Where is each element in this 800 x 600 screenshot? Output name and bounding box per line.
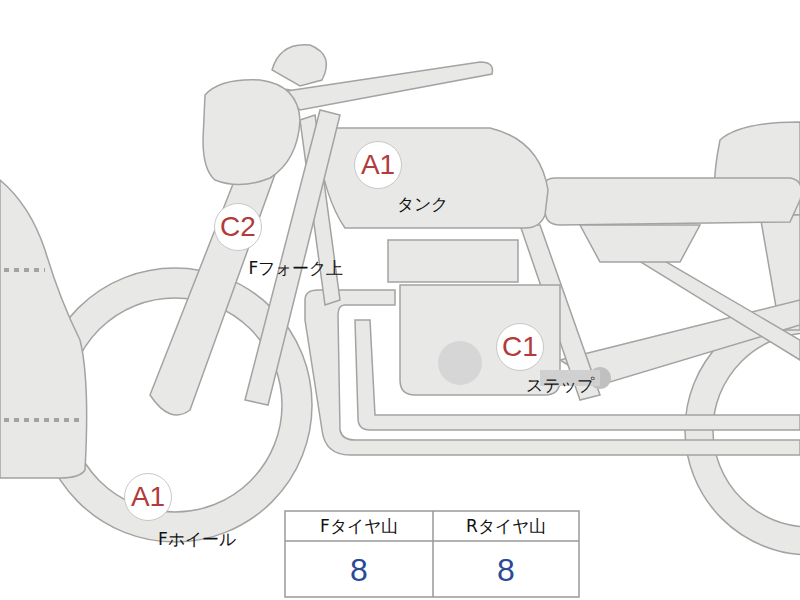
table-header: Rタイヤ山 <box>466 515 546 538</box>
grade-callout: C1ステップ <box>496 323 544 371</box>
grade-code: A1 <box>124 473 172 521</box>
grade-code: C2 <box>214 203 262 251</box>
part-name: Fフォーク上 <box>249 257 344 280</box>
grade-callout: A1Fホイール <box>124 473 172 521</box>
part-name: タンク <box>397 193 448 216</box>
table-value: 8 <box>497 552 515 589</box>
grade-callout: A1タンク <box>354 141 402 189</box>
grade-code: C1 <box>496 323 544 371</box>
table-value: 8 <box>350 552 368 589</box>
grade-code: A1 <box>354 141 402 189</box>
grade-callout: C2Fフォーク上 <box>214 203 262 251</box>
table-header: Fタイヤ山 <box>320 515 398 538</box>
part-name: Fホイール <box>158 528 236 551</box>
part-name: ステップ <box>526 374 594 397</box>
